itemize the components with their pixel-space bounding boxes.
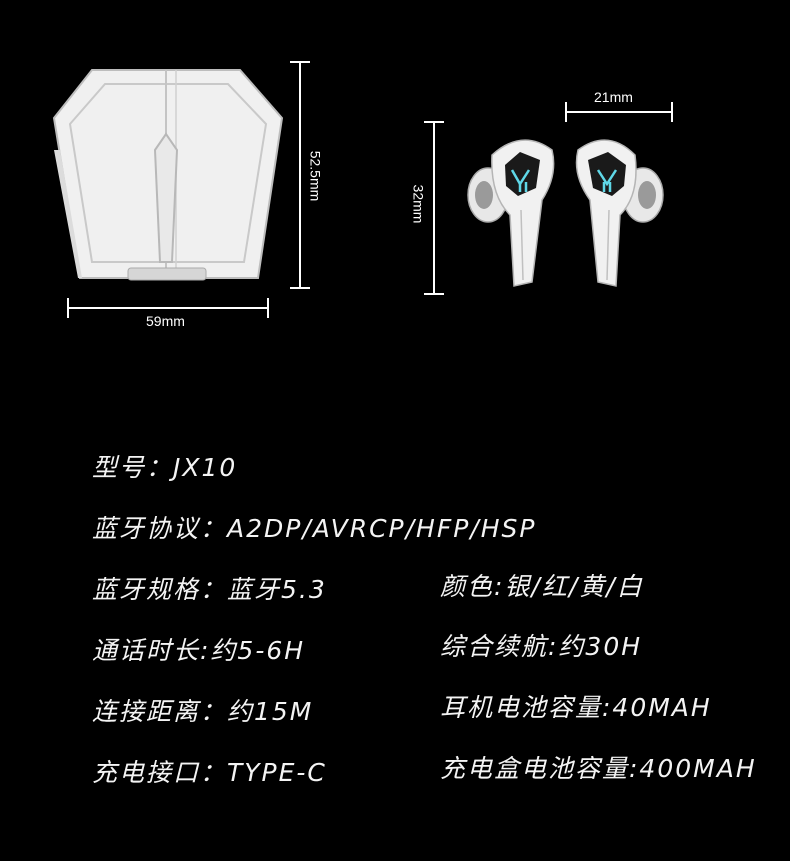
earbud-height-label: 32mm	[410, 184, 427, 224]
charging-case	[52, 69, 284, 281]
spec-model: 型号：JX10	[92, 453, 238, 482]
spec-bluetooth-protocol: 蓝牙协议：A2DP/AVRCP/HFP/HSP	[92, 514, 537, 543]
spec-connection-range: 连接距离：约15M	[92, 697, 314, 726]
spec-talk-time: 通话时长:约5-6H	[92, 636, 306, 665]
spec-colors: 颜色:银/红/黄/白	[440, 572, 644, 601]
earbud-height-dimension	[424, 121, 444, 295]
spec-earbud-battery: 耳机电池容量:40MAH	[440, 693, 712, 722]
case-height-dimension	[290, 61, 310, 289]
earbud-width-dimension	[565, 102, 673, 122]
spec-charging-port: 充电接口：TYPE-C	[92, 758, 327, 787]
case-height-label: 52.5mm	[307, 150, 324, 202]
case-width-dimension	[67, 298, 269, 318]
spec-bluetooth-version: 蓝牙规格：蓝牙5.3	[92, 575, 327, 604]
spec-case-battery: 充电盒电池容量:400MAH	[440, 754, 757, 783]
earbud-left	[467, 139, 555, 287]
earbud-right	[575, 139, 664, 287]
case-width-label: 59mm	[146, 313, 185, 329]
earbud-width-label: 21mm	[594, 89, 633, 105]
spec-battery-life: 综合续航:约30H	[440, 632, 643, 661]
